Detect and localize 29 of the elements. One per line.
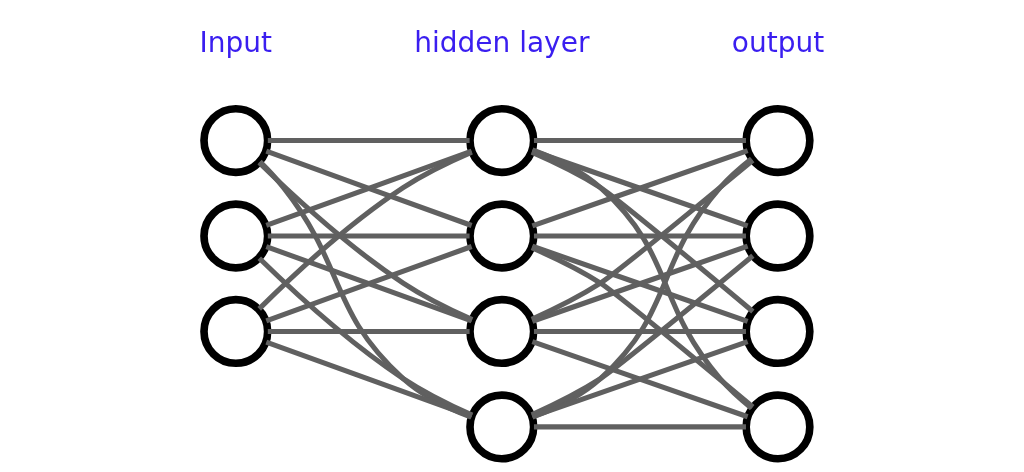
connector bbox=[531, 339, 749, 420]
node-circle bbox=[742, 200, 814, 272]
node-circle bbox=[466, 391, 538, 463]
connector bbox=[258, 159, 473, 420]
node-circle bbox=[466, 295, 538, 368]
node-circle bbox=[200, 200, 272, 272]
connector bbox=[531, 148, 749, 229]
connector bbox=[267, 138, 470, 144]
node-circle bbox=[466, 104, 538, 177]
connector bbox=[265, 148, 473, 228]
connector bbox=[265, 244, 473, 324]
node-circle bbox=[742, 295, 814, 368]
label: output bbox=[731, 26, 825, 60]
label: hidden layer bbox=[414, 26, 590, 60]
connector bbox=[267, 233, 470, 239]
connector bbox=[533, 328, 746, 334]
connector bbox=[533, 424, 746, 430]
connector bbox=[533, 138, 746, 144]
node-circle bbox=[200, 295, 272, 368]
node-circle bbox=[466, 200, 538, 272]
connector bbox=[531, 243, 749, 324]
connector bbox=[533, 233, 746, 239]
node-circle bbox=[742, 391, 814, 463]
connector bbox=[265, 339, 473, 419]
node-circle bbox=[742, 104, 814, 177]
node-circle bbox=[200, 104, 272, 177]
label: Input bbox=[199, 26, 273, 60]
connector bbox=[257, 256, 474, 418]
connector bbox=[267, 328, 470, 334]
